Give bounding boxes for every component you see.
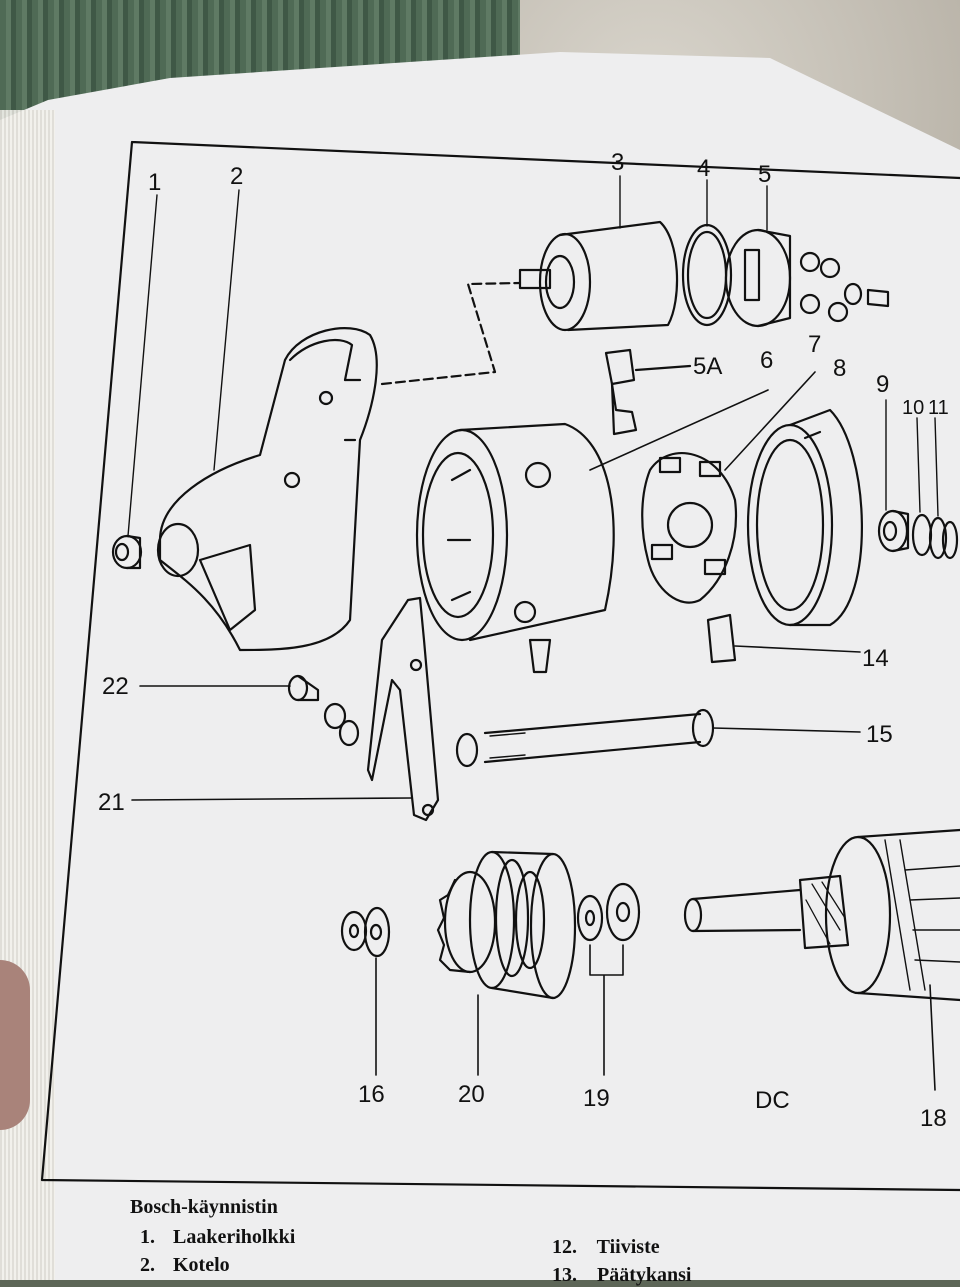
callout-11: 11 <box>928 397 949 419</box>
legend-item: 13. Päätykansi <box>552 1264 691 1287</box>
figure-frame <box>40 140 960 1192</box>
legend-item: 1. Laakeriholkki <box>140 1226 295 1249</box>
fork-lever-part <box>131 596 440 822</box>
legend-item: 2. Kotelo <box>140 1254 230 1277</box>
legend-item-number: 12. <box>552 1236 577 1258</box>
callout-14: 14 <box>862 645 889 672</box>
yoke-part <box>415 389 769 674</box>
callout-16: 16 <box>358 1081 385 1108</box>
callout-19: 19 <box>583 1085 610 1112</box>
legend-item-label: Tiiviste <box>596 1236 660 1258</box>
bearing-bush-part <box>111 534 143 570</box>
armature-part <box>683 828 960 1091</box>
legend-item: 12. Tiiviste <box>552 1236 660 1259</box>
legend-title: Bosch-käynnistin <box>130 1196 278 1218</box>
callout-21: 21 <box>98 789 125 816</box>
legend-item-label: Laakeriholkki <box>173 1226 296 1248</box>
callout-22: 22 <box>102 673 129 700</box>
stop-ring-part <box>340 906 391 1076</box>
callout-10: 10 <box>902 397 924 419</box>
callout-1: 1 <box>148 169 161 196</box>
thumb <box>0 960 30 1130</box>
thrust-washer-part <box>576 882 641 1076</box>
callout-4: 4 <box>697 155 710 182</box>
legend-item-label: Päätykansi <box>597 1264 692 1286</box>
callout-5: 5 <box>758 161 771 188</box>
callout-20: 20 <box>458 1081 485 1108</box>
legend-item-number: 2. <box>140 1254 155 1276</box>
callout-8: 8 <box>833 355 846 382</box>
legend-item-number: 13. <box>552 1264 577 1286</box>
parts-legend: Bosch-käynnistin 1. Laakeriholkki 2. Kot… <box>130 1196 910 1286</box>
housing-part <box>156 327 378 652</box>
pivot-bolt-part <box>139 674 360 747</box>
ring-part <box>681 223 733 327</box>
washer-stack-part <box>877 509 959 560</box>
through-bolt-part <box>455 708 861 768</box>
callout-15: 15 <box>866 721 893 748</box>
dc-annotation: DC <box>755 1087 790 1114</box>
terminal-clip-part <box>604 348 692 436</box>
legend-item-label: Kotelo <box>173 1254 230 1276</box>
solenoid-part <box>518 220 679 332</box>
callout-18: 18 <box>920 1105 947 1132</box>
brush-holder-part <box>641 371 861 664</box>
callout-3: 3 <box>611 149 624 176</box>
leader-line <box>380 281 522 386</box>
legend-item-number: 1. <box>140 1226 155 1248</box>
callout-6: 6 <box>760 347 773 374</box>
callout-2: 2 <box>230 163 243 190</box>
callout-5a: 5A <box>693 353 722 380</box>
callout-7: 7 <box>808 331 821 358</box>
callout-9: 9 <box>876 371 889 398</box>
pinion-drive-part <box>436 850 577 1076</box>
cover-band-part <box>746 408 863 627</box>
end-plate-part <box>724 228 890 328</box>
